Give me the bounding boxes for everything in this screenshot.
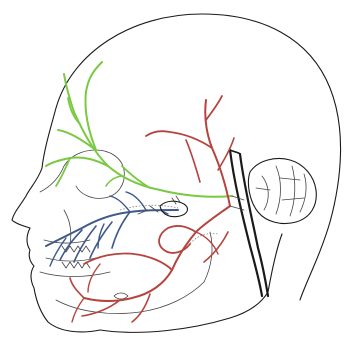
spinal-cord (230, 150, 268, 296)
head-outline (12, 14, 341, 332)
green-nerve (46, 62, 232, 197)
skull-outline (40, 150, 218, 314)
red-nerve (70, 96, 234, 322)
cerebellum (248, 159, 316, 224)
trigeminal-ganglion (138, 196, 187, 217)
